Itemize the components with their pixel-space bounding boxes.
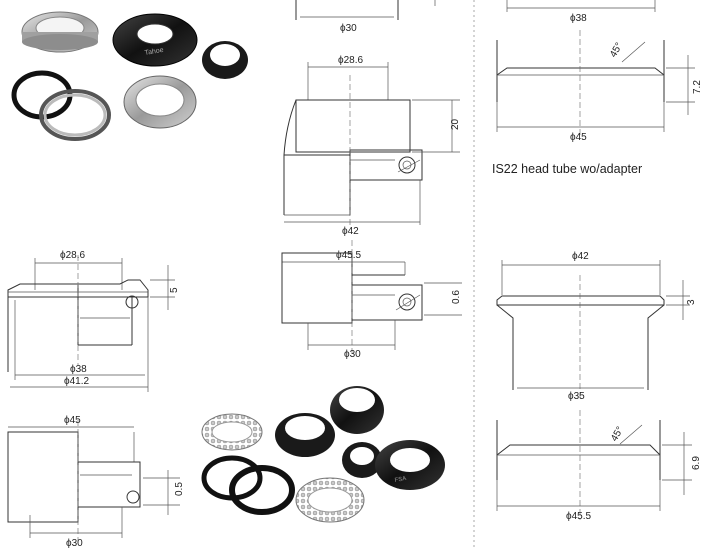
black-spacer-photo bbox=[342, 442, 382, 478]
black-top-cover-photo: Tahoe bbox=[112, 13, 198, 67]
dim-d30-left: ϕ30 bbox=[66, 538, 83, 549]
dim-d30-mid: ϕ30 bbox=[344, 349, 361, 360]
dim-d42-mid: ϕ42 bbox=[342, 226, 359, 237]
dim-0-5: 0.5 bbox=[174, 482, 185, 496]
dim-d28-6-left: ϕ28.6 bbox=[60, 250, 86, 261]
drawing-head-tube-bottom-right: 45° 6.9 ϕ45.5 bbox=[496, 410, 702, 522]
black-top-cup-photo: FSA bbox=[375, 440, 445, 490]
dim-5: 5 bbox=[169, 287, 180, 293]
bearing-ball-retainer-photo-2 bbox=[295, 477, 365, 523]
dim-3: 3 bbox=[686, 299, 697, 305]
drawing-crown-race-left: ϕ28.6 5 ϕ38 ϕ41.2 bbox=[7, 250, 180, 392]
dim-d30-top: ϕ30 bbox=[340, 23, 357, 34]
dim-d35: ϕ35 bbox=[568, 391, 585, 402]
dim-20: 20 bbox=[450, 118, 461, 130]
black-dust-cap-photo bbox=[330, 386, 384, 434]
svg-text:Tahoe: Tahoe bbox=[144, 47, 164, 57]
drawing-right-top-partial: ϕ38 bbox=[506, 0, 656, 24]
photo-headset-parts-top: Tahoe bbox=[11, 11, 248, 141]
dim-d41-2: ϕ41.2 bbox=[64, 376, 90, 387]
drawing-tapered-cup: ϕ28.6 20 ϕ42 bbox=[283, 55, 461, 237]
drawing-top-partial: ϕ30 bbox=[295, 0, 436, 34]
svg-text:FSA: FSA bbox=[394, 476, 407, 484]
black-spacer-ring-photo bbox=[202, 41, 248, 79]
dim-d42-right: ϕ42 bbox=[572, 251, 589, 262]
dim-d45-left: ϕ45 bbox=[64, 415, 81, 426]
caption-is22: IS22 head tube wo/adapter bbox=[492, 162, 642, 176]
drawing-is22-head-tube: 45° 7.2 ϕ45 bbox=[496, 30, 703, 143]
dim-d28-6-mid: ϕ28.6 bbox=[338, 55, 364, 66]
silver-bearing-photo bbox=[123, 75, 197, 129]
dim-0-6: 0.6 bbox=[451, 290, 462, 304]
black-ring-photo-2 bbox=[229, 465, 295, 515]
drawing-bottom-cup-left: ϕ45 0.5 ϕ30 bbox=[7, 415, 185, 549]
silver-ring-photo bbox=[39, 89, 111, 141]
dim-d45-5-right: ϕ45.5 bbox=[566, 511, 592, 522]
photo-headset-parts-bottom: FSA bbox=[201, 386, 445, 523]
silver-cup-photo bbox=[21, 11, 99, 53]
dim-d38-left: ϕ38 bbox=[70, 364, 87, 375]
dim-6-9: 6.9 bbox=[691, 456, 702, 470]
drawing-head-tube-mid-right: ϕ42 3 ϕ35 bbox=[496, 251, 697, 402]
dim-d45-5-mid: ϕ45.5 bbox=[336, 250, 362, 261]
dim-7-2: 7.2 bbox=[692, 80, 703, 94]
black-cup-photo bbox=[275, 413, 335, 457]
drawing-lower-cup-mid: ϕ45.5 0.6 ϕ30 bbox=[281, 240, 462, 360]
dim-angle-top: 45° bbox=[608, 41, 625, 60]
bearing-ball-retainer-photo-1 bbox=[201, 413, 263, 451]
dim-d45-right: ϕ45 bbox=[570, 132, 587, 143]
dim-d38-top: ϕ38 bbox=[570, 13, 587, 24]
